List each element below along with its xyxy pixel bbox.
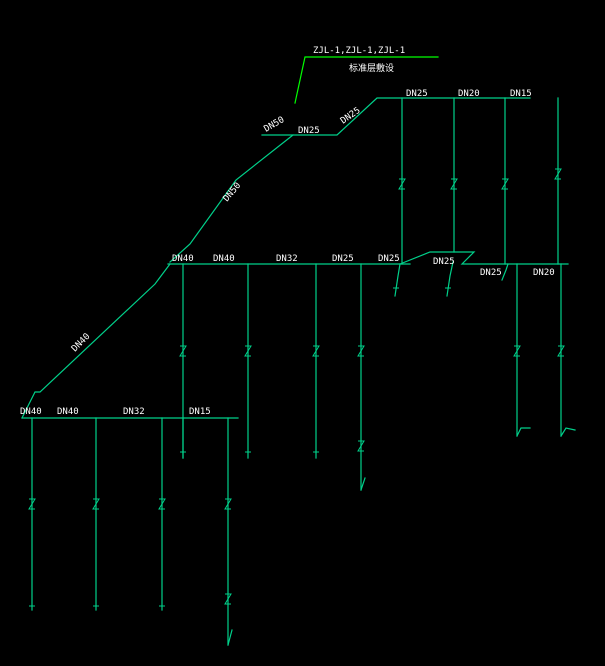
label-top-left-dn25: DN25 xyxy=(298,126,320,136)
fixture-symbol-z xyxy=(357,345,365,357)
fixture-symbol-z xyxy=(554,168,562,180)
mid-stub-2 xyxy=(446,261,454,297)
fixture-symbol-z xyxy=(557,345,565,357)
label-mid-right-1: DN25 xyxy=(433,257,455,267)
hook-3 xyxy=(360,477,366,491)
pipe-network xyxy=(21,56,576,646)
label-mid-3: DN32 xyxy=(276,254,298,264)
label-top-right-2: DN20 xyxy=(458,89,480,99)
fixture-symbol-z xyxy=(312,345,320,357)
label-mid-1: DN40 xyxy=(172,254,194,264)
upper-diagonal-main xyxy=(169,134,294,263)
label-mid-right-3: DN20 xyxy=(533,268,555,278)
fixture-symbol-z xyxy=(179,345,187,357)
label-top-right-1: DN25 xyxy=(406,89,428,99)
hook-1 xyxy=(516,427,531,437)
mid-stub-1 xyxy=(394,263,401,297)
label-low-1: DN40 xyxy=(20,407,42,417)
label-low-2: DN40 xyxy=(57,407,79,417)
label-mid-right-2: DN25 xyxy=(480,268,502,278)
label-low-3: DN32 xyxy=(123,407,145,417)
fixture-marks xyxy=(28,168,565,607)
fixture-symbol-z xyxy=(224,593,232,605)
label-low-4: DN15 xyxy=(189,407,211,417)
fixture-symbol-z xyxy=(398,178,406,190)
label-mid-5: DN25 xyxy=(378,254,400,264)
mid-main-right-step xyxy=(399,251,569,265)
fixture-symbol-z xyxy=(357,440,365,452)
label-mid-2: DN40 xyxy=(213,254,235,264)
fixture-symbol-z xyxy=(450,178,458,190)
hook-2 xyxy=(560,427,576,437)
hook-4 xyxy=(227,629,233,646)
lower-diagonal-main xyxy=(21,263,171,419)
fixture-symbol-z xyxy=(92,498,100,510)
fixture-symbol-z xyxy=(501,178,509,190)
mid-stub-3 xyxy=(501,263,509,281)
fixture-symbol-z xyxy=(244,345,252,357)
riser-leader-line xyxy=(294,56,439,104)
fixture-symbol-z xyxy=(28,498,36,510)
fixture-symbol-z xyxy=(158,498,166,510)
label-mid-4: DN25 xyxy=(332,254,354,264)
laying-note-text: 标准层敷设 xyxy=(349,62,394,74)
fixture-symbol-z xyxy=(513,345,521,357)
riser-id-text: ZJL-1,ZJL-1,ZJL-1 xyxy=(313,46,405,56)
fixture-symbol-z xyxy=(224,498,232,510)
label-top-right-3: DN15 xyxy=(510,89,532,99)
